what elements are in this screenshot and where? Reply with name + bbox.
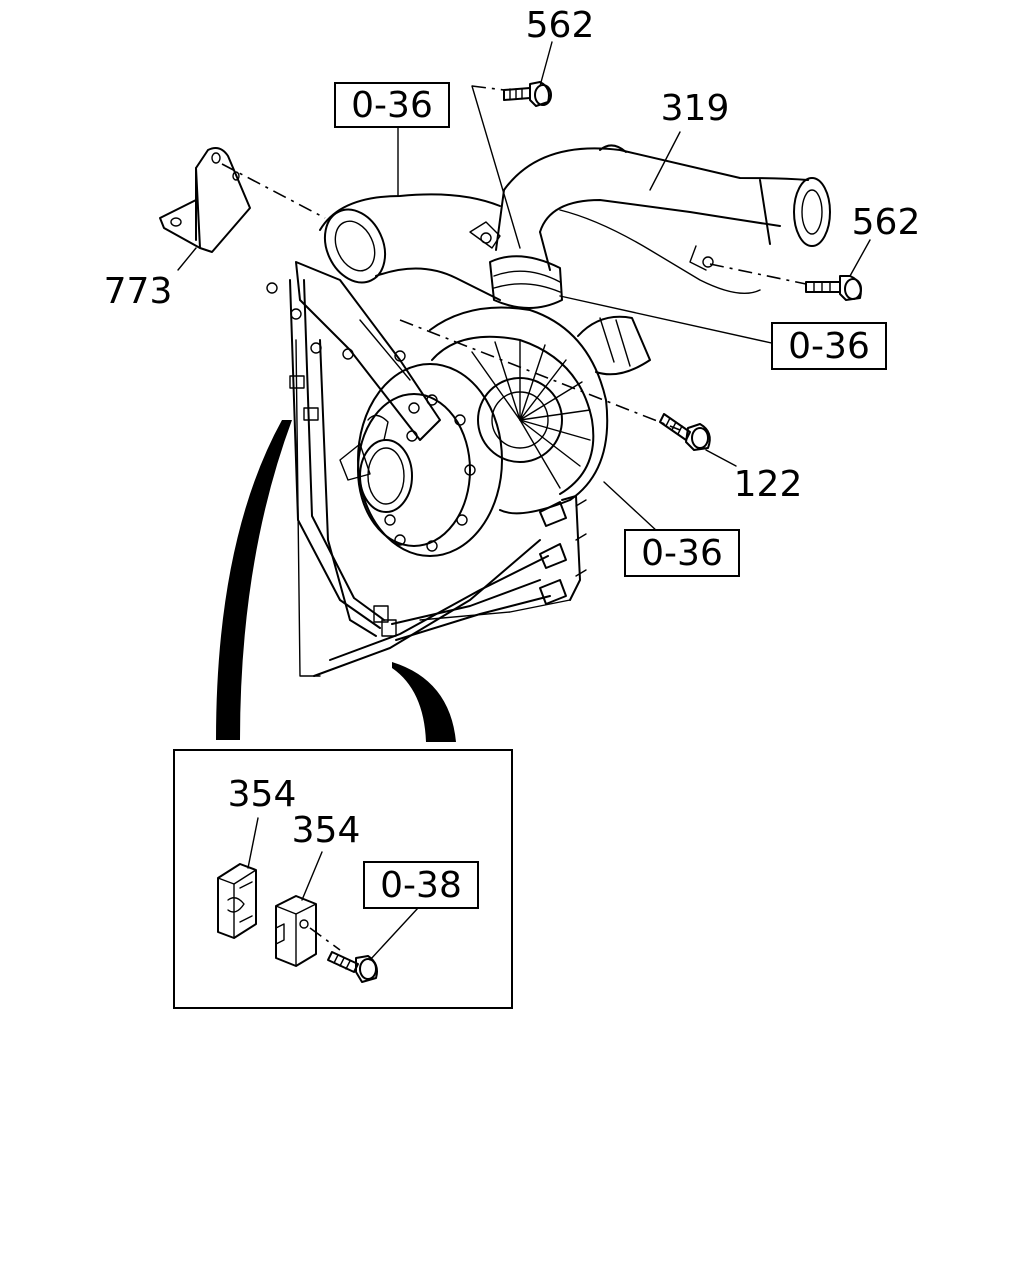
callout-pipe: 319 (661, 88, 730, 129)
ref-right-upper: 0-36 (788, 326, 870, 367)
ref-top-left: 0-36 (351, 85, 433, 126)
bolt-122 (659, 413, 711, 451)
ref-box-detail (363, 861, 479, 909)
actuator-bracket (295, 261, 441, 442)
clip-354-a (217, 863, 257, 939)
turbocharger (339, 306, 651, 557)
callout-bolt-122: 122 (734, 464, 803, 505)
pipe-319 (495, 144, 831, 295)
ref-box-right-upper (771, 322, 887, 370)
leader-lines (177, 41, 871, 533)
callout-bolt-top: 562 (526, 5, 595, 46)
ref-box-right-lower (624, 529, 740, 577)
pipe-clamp (469, 221, 563, 309)
ref-detail: 0-38 (380, 865, 462, 906)
intake-elbow (319, 193, 501, 301)
detail-leaders (247, 817, 419, 961)
callout-bolt-right: 562 (852, 202, 921, 243)
bracket-773 (159, 147, 251, 253)
detail-arrows (216, 420, 456, 742)
bolt-detail (327, 951, 378, 983)
clip-354-b (275, 895, 317, 967)
ref-box-top-left (334, 82, 450, 128)
bolt-562-right (805, 275, 862, 301)
ref-right-lower: 0-36 (641, 533, 723, 574)
pipe-assembly (266, 279, 587, 677)
bolt-562-top (503, 81, 552, 107)
callout-bracket: 773 (104, 271, 173, 312)
callout-clip-a: 354 (228, 774, 297, 815)
callout-clip-b: 354 (292, 810, 361, 851)
